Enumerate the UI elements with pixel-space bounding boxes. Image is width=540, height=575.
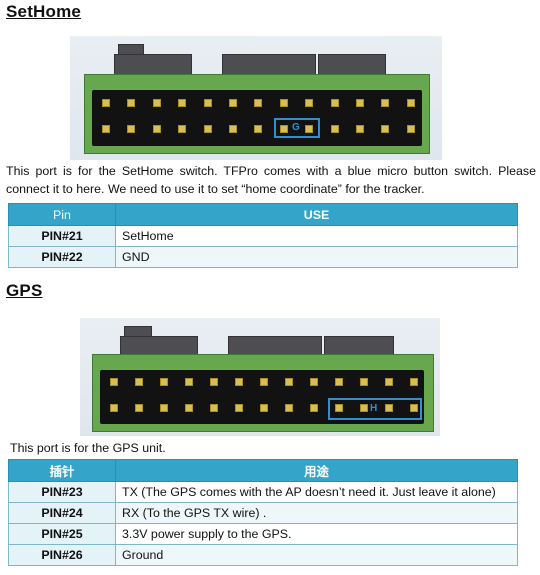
header-pin xyxy=(385,378,393,386)
header-pin xyxy=(310,404,318,412)
header-pin xyxy=(260,378,268,386)
use-cell: RX (To the GPS TX wire) . xyxy=(115,502,518,524)
header-pin xyxy=(330,99,339,107)
pin-column-header: 插针 xyxy=(8,459,116,482)
pin-cell: PIN#26 xyxy=(8,544,116,566)
header-pin xyxy=(285,404,293,412)
table-row: PIN#24 RX (To the GPS TX wire) . xyxy=(8,502,518,524)
header-pin xyxy=(335,378,343,386)
sethome-heading: SetHome xyxy=(6,2,82,21)
sethome-description: This port is for the SetHome switch. TFP… xyxy=(6,164,536,196)
gps-highlight-label: H xyxy=(370,403,378,414)
sethome-highlight-label: G xyxy=(292,122,300,133)
header-pin xyxy=(335,404,343,412)
header-pin xyxy=(254,99,263,107)
header-pin xyxy=(178,99,187,107)
header-pin xyxy=(410,378,418,386)
pin-cell: PIN#22 xyxy=(8,246,116,268)
header-pin xyxy=(235,404,243,412)
pin-cell: PIN#25 xyxy=(8,523,116,545)
header-pin xyxy=(285,378,293,386)
use-cell: GND xyxy=(115,246,518,268)
header-pin xyxy=(110,404,118,412)
pin-cell: PIN#21 xyxy=(8,225,116,247)
sethome-connector-image: G xyxy=(70,36,442,160)
header-pin xyxy=(229,99,237,107)
table-row: PIN#25 3.3V power supply to the GPS. xyxy=(8,523,518,545)
header-pin xyxy=(127,99,136,107)
header-pin xyxy=(203,125,212,133)
header-pin xyxy=(110,378,118,386)
header-pin xyxy=(360,404,368,412)
gps-description: This port is for the GPS unit. xyxy=(10,441,166,455)
table-row: PIN#22 GND xyxy=(8,246,518,268)
use-column-header: USE xyxy=(115,203,518,226)
header-pin xyxy=(235,378,243,386)
header-pin xyxy=(254,125,263,133)
header-pin xyxy=(178,125,187,133)
header-pin xyxy=(102,125,110,133)
header-pin xyxy=(381,99,390,107)
use-cell: TX (The GPS comes with the AP doesn’t ne… xyxy=(115,481,518,503)
table-header-row: Pin USE xyxy=(8,203,518,226)
header-pin xyxy=(210,378,218,386)
pin-cell: PIN#23 xyxy=(8,481,116,503)
header-pin xyxy=(305,99,314,107)
header-pin xyxy=(330,125,339,133)
header-pin xyxy=(229,125,237,133)
header-pin xyxy=(406,125,415,133)
header-pin xyxy=(160,378,168,386)
header-pin xyxy=(203,99,212,107)
header-pin xyxy=(102,99,110,107)
header-pin xyxy=(185,404,193,412)
sethome-highlight-box xyxy=(274,118,320,138)
header-pin xyxy=(385,404,393,412)
header-pin xyxy=(135,378,143,386)
header-pin xyxy=(356,99,364,107)
header-pin xyxy=(406,99,415,107)
header-pin xyxy=(356,125,364,133)
header-pin xyxy=(305,125,314,133)
header-pin xyxy=(152,99,161,107)
header-pin xyxy=(381,125,390,133)
table-row: PIN#23 TX (The GPS comes with the AP doe… xyxy=(8,481,518,503)
header-pin xyxy=(185,378,193,386)
header-pin xyxy=(310,378,318,386)
table-row: PIN#21 SetHome xyxy=(8,225,518,247)
gps-pin-table: 插针 用途 PIN#23 TX (The GPS comes with the … xyxy=(8,459,518,566)
use-cell: SetHome xyxy=(115,225,518,247)
table-row: PIN#26 Ground xyxy=(8,544,518,566)
header-pin xyxy=(279,99,288,107)
header-pin xyxy=(360,378,368,386)
header-pin xyxy=(279,125,288,133)
table-header-row: 插针 用途 xyxy=(8,459,518,482)
use-cell: 3.3V power supply to the GPS. xyxy=(115,523,518,545)
pin-column-header: Pin xyxy=(8,203,116,226)
header-pin xyxy=(127,125,136,133)
header-pin xyxy=(410,404,418,412)
pin-cell: PIN#24 xyxy=(8,502,116,524)
use-column-header: 用途 xyxy=(115,459,518,482)
header-pin xyxy=(135,404,143,412)
gps-connector-image: H xyxy=(80,318,440,436)
gps-highlight-box xyxy=(328,398,422,420)
header-pin xyxy=(260,404,268,412)
header-pin xyxy=(210,404,218,412)
use-cell: Ground xyxy=(115,544,518,566)
gps-heading: GPS xyxy=(6,281,43,300)
sethome-pin-table: Pin USE PIN#21 SetHome PIN#22 GND xyxy=(8,203,518,268)
header-pin xyxy=(160,404,168,412)
header-pin xyxy=(152,125,161,133)
